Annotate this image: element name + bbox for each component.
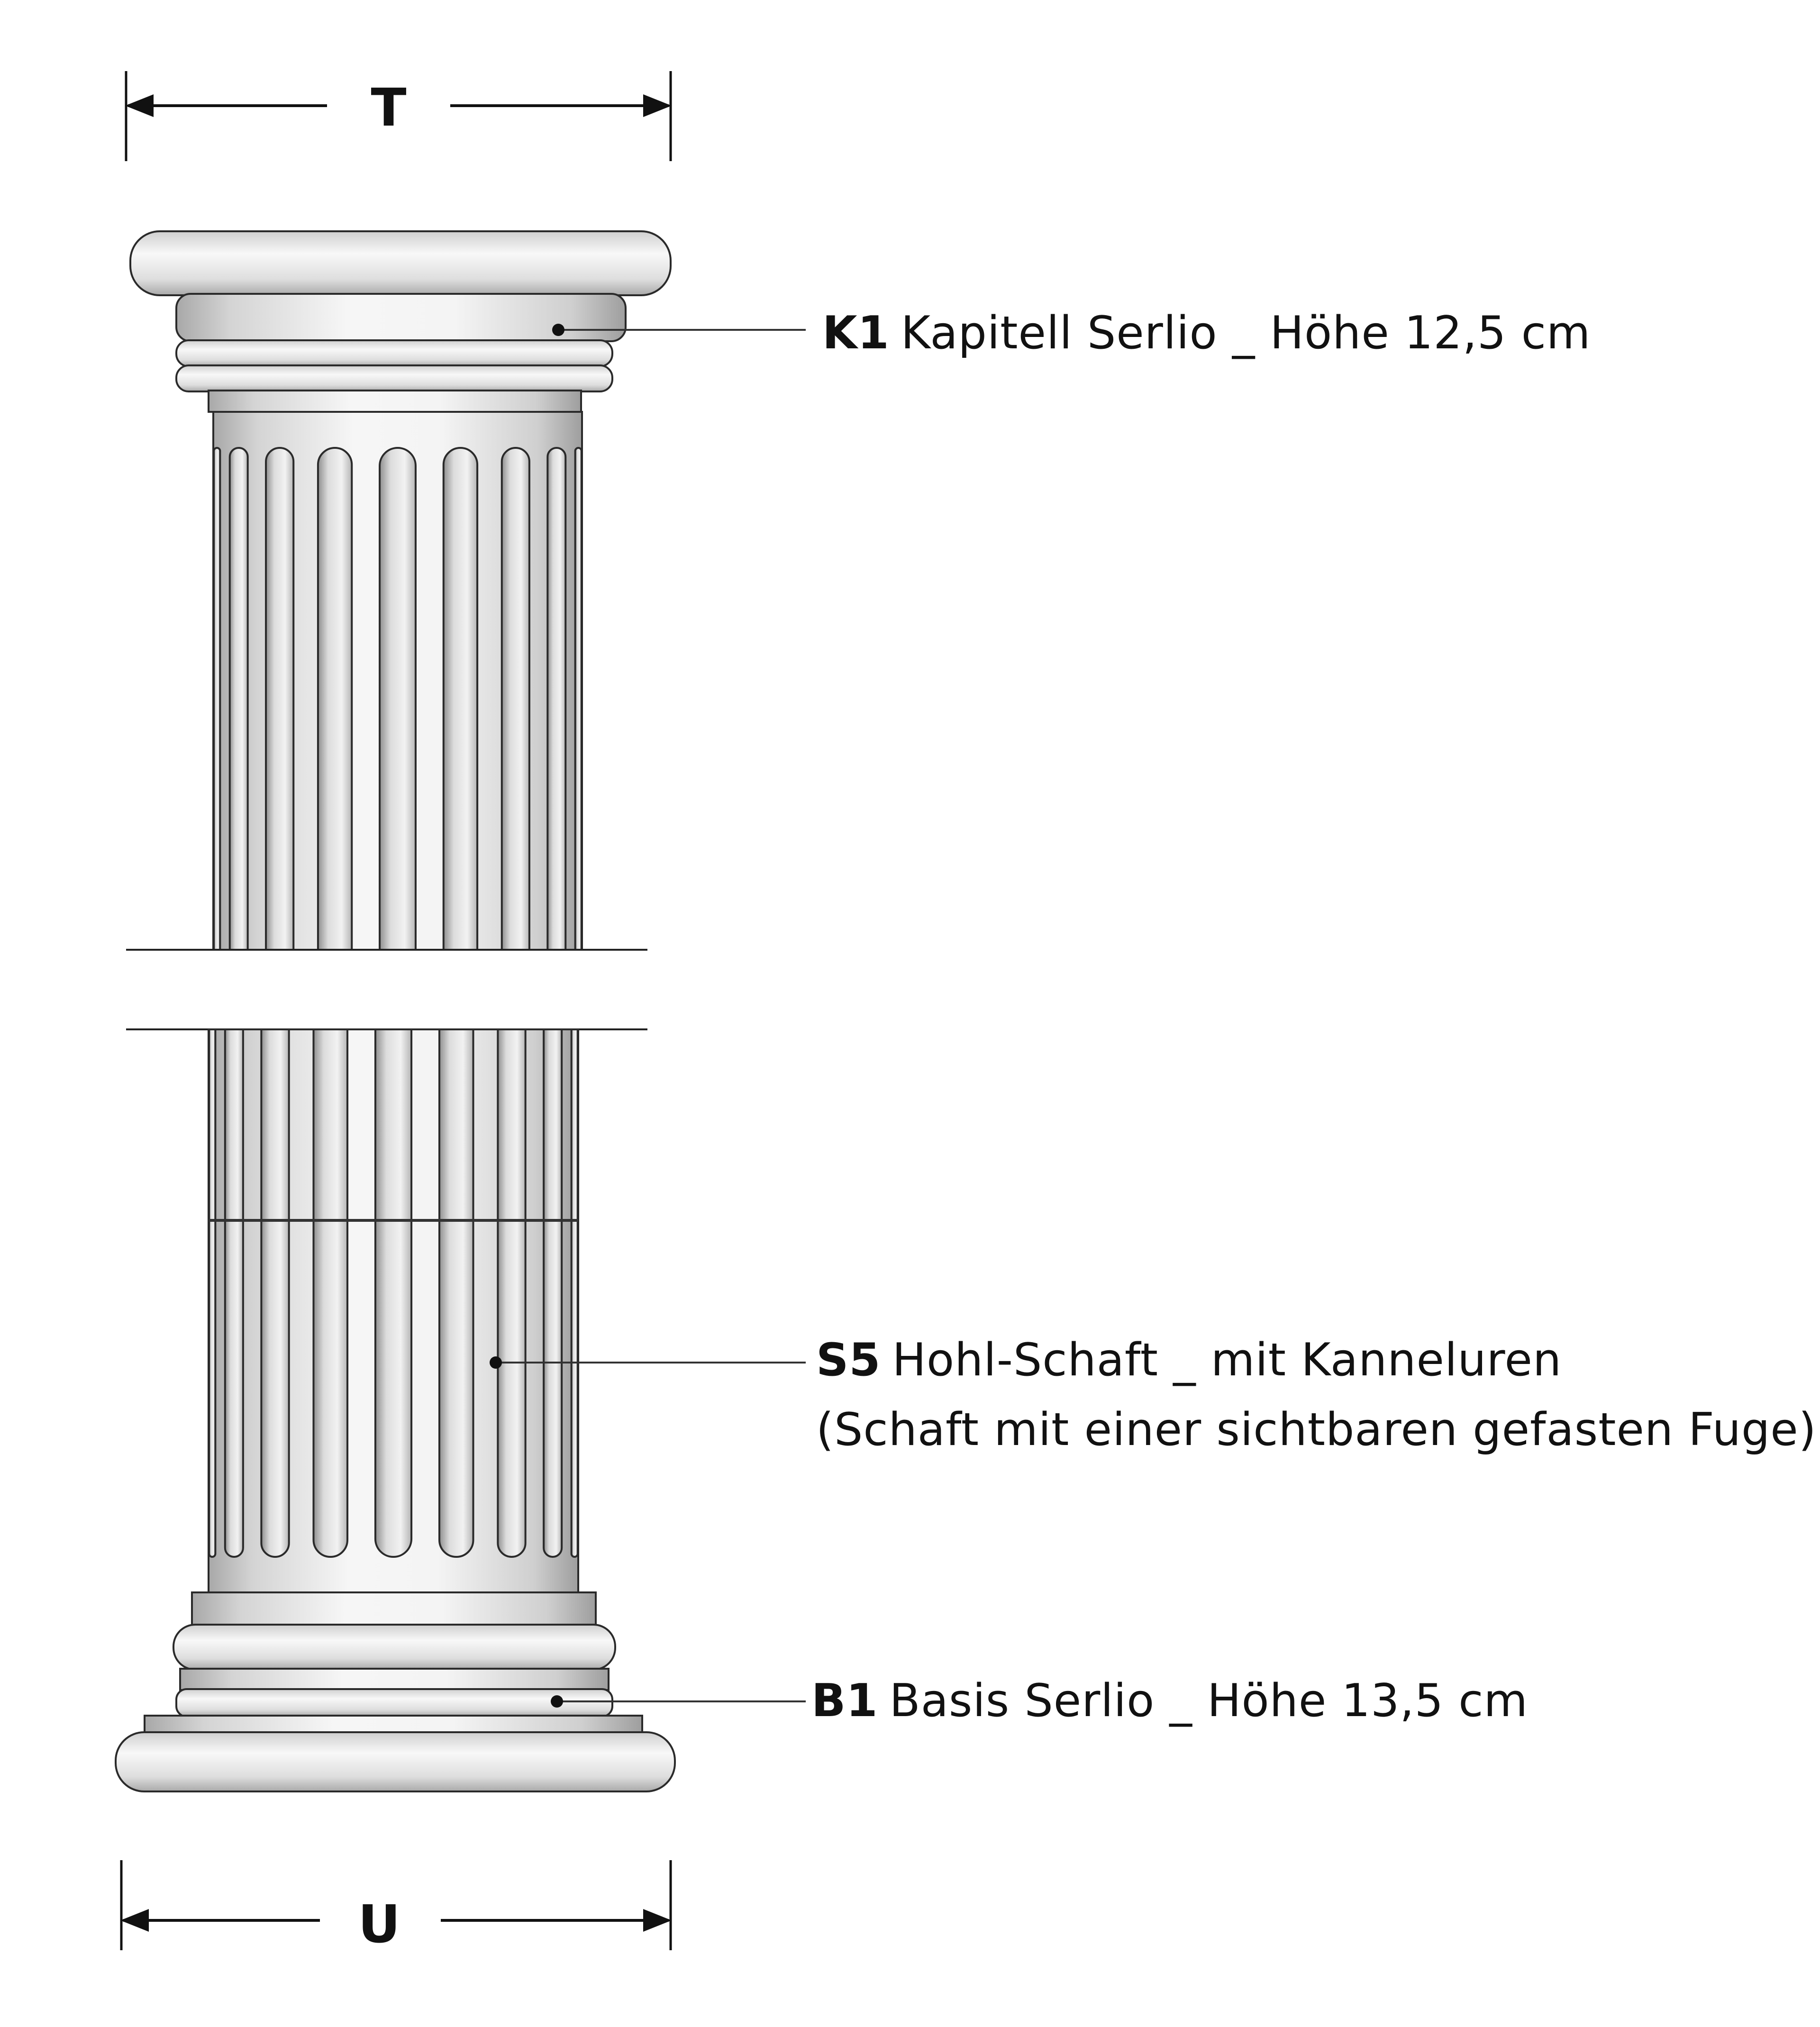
upper-flute-7 [500,447,530,951]
label-shaft-text: Hohl-Schaft _ mit Kanneluren [892,1334,1562,1386]
dimension-label-top: T [371,77,407,138]
upper-flute-2 [228,447,249,951]
lower-flute-3 [260,1028,290,1558]
lower-flute-7 [497,1028,527,1558]
label-capital-text: Kapitell Serlio _ Höhe 12,5 cm [901,307,1591,359]
leader-lines [490,324,806,1708]
upper-flute-9 [574,447,582,951]
upper-flute-5 [379,447,417,951]
base-apophyge [191,1591,597,1627]
lower-flute-4 [312,1028,349,1558]
base-torus-upper [173,1624,616,1671]
label-base-code: B1 [811,1675,878,1727]
leader-k1-dot [552,324,564,336]
upper-flute-3 [265,447,295,951]
base-scotia [179,1668,610,1691]
upper-flute-6 [442,447,479,951]
label-shaft-code: S5 [816,1334,881,1386]
shaft-lower [208,1028,579,1594]
lower-flute-1 [208,1028,217,1558]
leader-b1-dot [551,1695,563,1708]
lower-flute-6 [438,1028,474,1558]
lower-flute-2 [224,1028,244,1558]
lower-flute-8 [543,1028,563,1558]
leader-s5-dot [490,1356,502,1369]
dimension-label-bottom: U [358,1894,400,1954]
base-fillet [175,1688,613,1718]
upper-flute-8 [546,447,567,951]
shaft-upper-flutes [213,447,582,951]
shaft-upper [212,411,583,951]
lower-flute-5 [374,1028,413,1558]
label-capital-code: K1 [822,307,890,359]
upper-flute-1 [213,447,221,951]
capital-neck [208,390,582,413]
capital-abacus [129,230,672,296]
label-base-text: Basis Serlio _ Höhe 13,5 cm [889,1675,1529,1727]
upper-flute-4 [317,447,353,951]
column-base [115,1591,676,1792]
capital-ring-lower [175,364,613,392]
dimension-bottom [120,1860,672,1950]
base-torus-lower [115,1731,676,1792]
lower-flute-9 [570,1028,579,1558]
capital-ring-upper [175,339,613,367]
shaft-lower-flutes [208,1028,579,1558]
dimension-top [125,71,672,161]
column-capital [129,230,672,413]
label-shaft-note: (Schaft mit einer sichtbaren gefasten Fu… [816,1404,1817,1456]
